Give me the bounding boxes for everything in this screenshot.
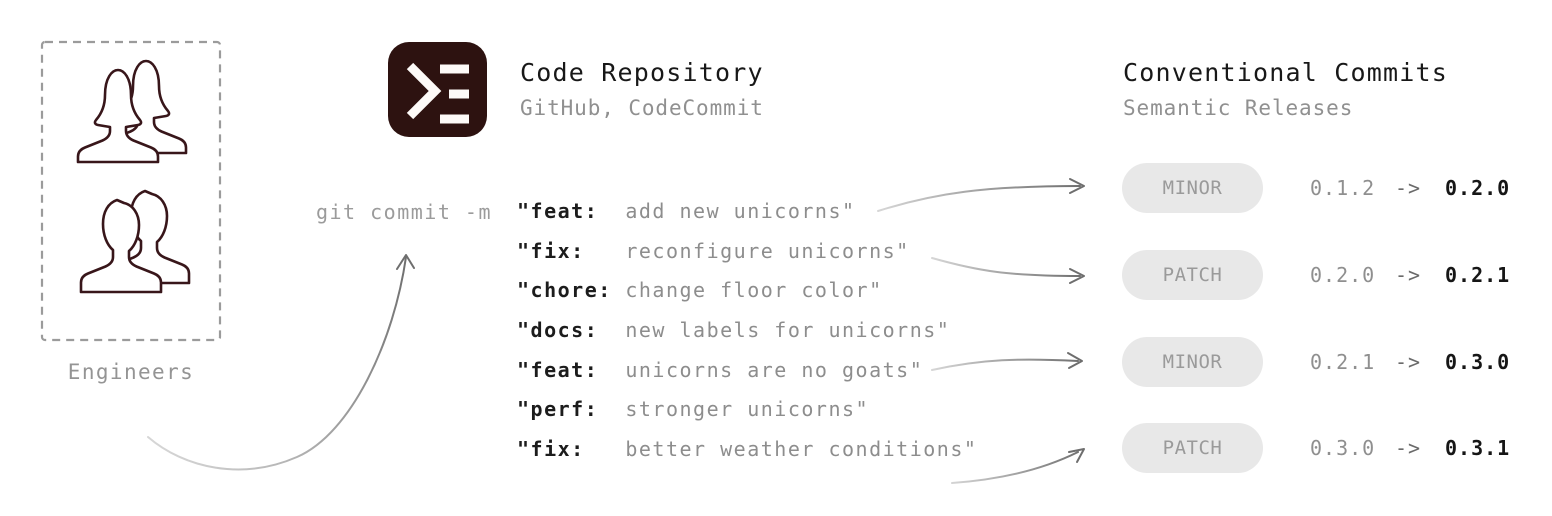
release-badge: PATCH [1122,250,1263,300]
commit-arrow-fix-1 [931,257,1085,284]
version-to: 0.3.1 [1445,436,1511,460]
commit-arrow-fix-2 [951,448,1085,484]
commit-message: stronger unicorns" [625,397,870,422]
commit-line: "feat: unicorns are no goats" [517,351,977,391]
version-arrow: -> [1395,350,1422,374]
commit-message: better weather conditions" [625,437,978,462]
terminal-prompt-icon [388,42,487,137]
git-commit-command: git commit -m [315,200,492,224]
version-to: 0.3.0 [1445,350,1511,374]
version-from: 0.2.0 [1310,263,1376,287]
release-row: MINOR 0.1.2 -> 0.2.0 [1122,163,1522,213]
commit-line: "fix: better weather conditions" [517,430,977,470]
commit-type: "fix: [517,238,626,263]
semver-subtitle: Semantic Releases [1123,96,1354,120]
release-row: PATCH 0.2.0 -> 0.2.1 [1122,250,1522,300]
commit-type: "perf: [517,397,626,422]
version-arrow: -> [1395,176,1422,200]
commit-type: "chore: [517,278,626,303]
commit-line: "fix: reconfigure unicorns" [517,232,977,272]
version-arrow: -> [1395,263,1422,287]
engineers-to-commit-arrow [147,254,415,471]
commit-line: "perf: stronger unicorns" [517,390,977,430]
version-from: 0.2.1 [1310,350,1376,374]
release-row: MINOR 0.2.1 -> 0.3.0 [1122,337,1522,387]
commit-line: "docs: new labels for unicorns" [517,311,977,351]
release-badge: PATCH [1122,423,1263,473]
release-row: PATCH 0.3.0 -> 0.3.1 [1122,423,1522,473]
commit-type: "feat: [517,357,626,382]
version-from: 0.3.0 [1310,436,1376,460]
commit-message: add new unicorns" [625,199,856,223]
commit-type: "docs: [517,318,626,343]
commit-message: unicorns are no goats" [625,357,924,382]
version-arrow: -> [1395,436,1422,460]
women-users-icon [76,59,188,164]
version-from: 0.1.2 [1310,176,1376,200]
commit-list: "feat: add new unicorns" "fix: reconfigu… [517,192,977,470]
commit-message: reconfigure unicorns" [625,238,910,263]
commit-line: "feat: add new unicorns" [517,192,977,232]
repo-title: Code Repository [520,58,764,87]
version-to: 0.2.0 [1445,176,1511,200]
commit-message: change floor color" [625,278,883,303]
release-badge: MINOR [1122,337,1263,387]
commit-arrow-feat-1 [877,178,1085,212]
commit-type: "feat: [517,199,626,223]
commit-arrow-feat-2 [931,352,1083,371]
semver-title: Conventional Commits [1123,58,1449,87]
commit-type: "fix: [517,437,626,462]
commit-line: "chore: change floor color" [517,271,977,311]
repo-subtitle: GitHub, CodeCommit [520,96,764,120]
version-to: 0.2.1 [1445,263,1511,287]
release-badge: MINOR [1122,163,1263,213]
engineers-label: Engineers [67,360,195,384]
engineers-dashed-box [40,40,222,342]
men-users-icon [79,189,191,294]
commit-message: new labels for unicorns" [625,318,951,343]
terminal-glyph [406,62,469,124]
